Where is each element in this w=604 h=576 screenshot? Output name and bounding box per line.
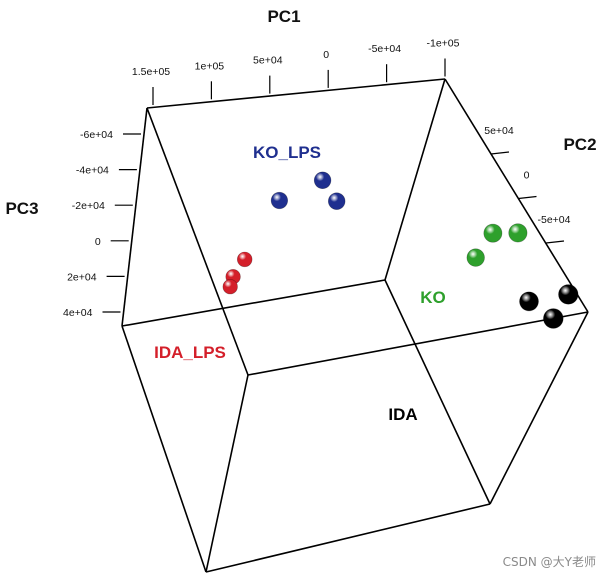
point-ko-lps <box>328 192 346 210</box>
pc3-tick-label: -6e+04 <box>80 129 113 141</box>
label-ida-lps: IDA_LPS <box>154 343 226 362</box>
point-ko <box>508 223 528 243</box>
pc2-axis-ticks: 5e+04 0 -5e+04 <box>484 125 571 244</box>
box-edge-bottom <box>205 503 491 573</box>
box-edge-front-top <box>247 311 589 376</box>
point-ida <box>519 291 539 312</box>
label-ko-lps: KO_LPS <box>253 143 321 162</box>
data-points <box>222 171 579 329</box>
label-ida: IDA <box>388 405 417 424</box>
watermark-text: CSDN @大Y老师 <box>503 555 596 569</box>
pc1-tick-label: 0 <box>323 49 329 61</box>
pc3-tick-label: -4e+04 <box>76 165 109 177</box>
pc2-tick-label: 5e+04 <box>484 125 514 137</box>
pc1-axis-title: PC1 <box>267 7 300 26</box>
point-ko <box>483 223 503 243</box>
box-edge-top-right <box>444 78 589 313</box>
box-edge-left-front <box>121 107 148 327</box>
pc3-tick-label: -2e+04 <box>72 200 105 212</box>
pc1-tick-label: 1.5e+05 <box>132 66 170 78</box>
pc1-tick-label: 1e+05 <box>195 60 225 72</box>
box-edge-top-front <box>146 78 446 109</box>
box-edge-front-right <box>489 311 589 505</box>
point-ko <box>466 248 485 267</box>
pc2-tick <box>518 195 537 200</box>
pc1-tick-label: -1e+05 <box>427 38 460 50</box>
pc3-tick-label: 2e+04 <box>67 271 97 283</box>
point-ida <box>558 284 579 305</box>
pc3-tick-label: 4e+04 <box>63 307 93 319</box>
box-edge-left-bot <box>121 325 207 573</box>
point-ko-lps <box>270 191 289 210</box>
pc3-axis-ticks: -6e+04 -4e+04 -2e+04 0 2e+04 4e+04 <box>63 129 141 319</box>
label-ko: KO <box>420 288 446 307</box>
pc2-tick-label: -5e+04 <box>538 214 571 226</box>
pc1-axis-ticks: 1.5e+05 1e+05 5e+04 0 -5e+04 -1e+05 <box>132 38 460 105</box>
pc2-axis-title: PC2 <box>563 135 596 154</box>
pc3-tick-label: 0 <box>95 236 101 248</box>
pc2-tick <box>545 240 565 244</box>
pc1-tick-label: 5e+04 <box>253 55 283 67</box>
point-ida <box>543 308 564 329</box>
box-edge-mid-top <box>121 279 386 327</box>
box-edge-back-diag <box>384 279 491 505</box>
point-ida-lps <box>222 279 238 295</box>
point-ko-lps <box>313 171 332 190</box>
pc2-tick-label: 0 <box>524 170 530 182</box>
pc2-tick <box>490 151 510 155</box>
plot-box <box>121 78 589 573</box>
point-ida-lps <box>237 251 253 268</box>
box-edge-front-left <box>205 374 249 573</box>
pc3-axis-title: PC3 <box>5 199 38 218</box>
pc1-tick-label: -5e+04 <box>368 43 401 55</box>
box-edge-left-diag <box>146 107 249 376</box>
box-edge-mid-vert <box>384 78 446 281</box>
